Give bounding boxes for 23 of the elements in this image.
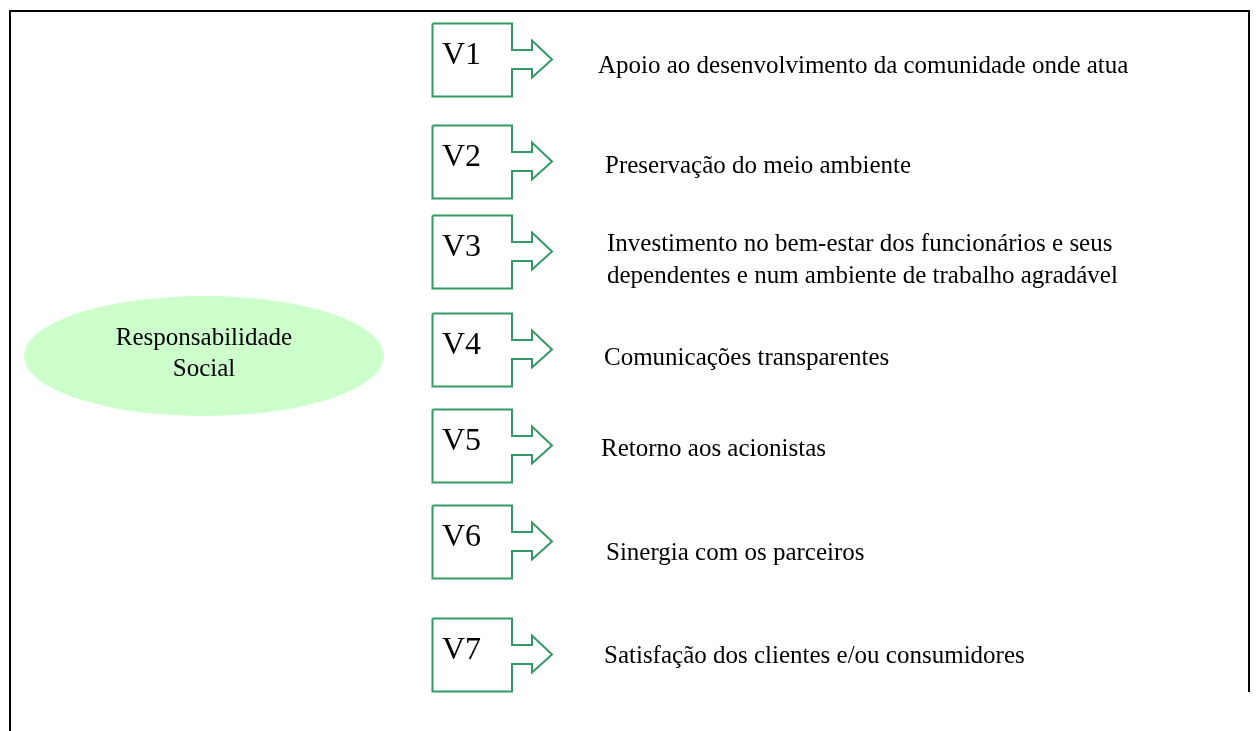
arrow-callout xyxy=(432,618,553,692)
ellipse-node xyxy=(24,296,384,416)
node-label: V1 xyxy=(442,35,482,71)
node-label: V5 xyxy=(442,421,482,457)
node-label: Responsabilidade Social xyxy=(114,322,294,383)
arrow-callout xyxy=(432,505,553,579)
arrow-callout xyxy=(432,409,553,483)
node-label: V2 xyxy=(442,137,482,173)
arrow-callout xyxy=(432,215,553,289)
description-text: Apoio ao desenvolvimento da comunidade onde atua xyxy=(598,50,1130,80)
description-text: Preservação do meio ambiente xyxy=(605,150,913,180)
node-label: V6 xyxy=(442,517,482,553)
description-text: Retorno aos acionistas xyxy=(601,433,827,463)
arrow-callout xyxy=(432,313,553,387)
arrow-callout xyxy=(432,125,553,199)
arrow-callout xyxy=(432,23,553,97)
description-text: Comunicações transparentes xyxy=(604,342,891,372)
description-text: Investimento no bem-estar dos funcionários e seus dependentes e num ambiente de trabalho agradável xyxy=(607,228,1119,290)
node-label: V4 xyxy=(442,325,482,361)
description-text: Satisfação dos clientes e/ou consumidores xyxy=(604,640,1026,670)
node-label: V7 xyxy=(442,630,482,666)
description-text: Sinergia com os parceiros xyxy=(606,537,866,567)
node-label: V3 xyxy=(442,227,482,263)
